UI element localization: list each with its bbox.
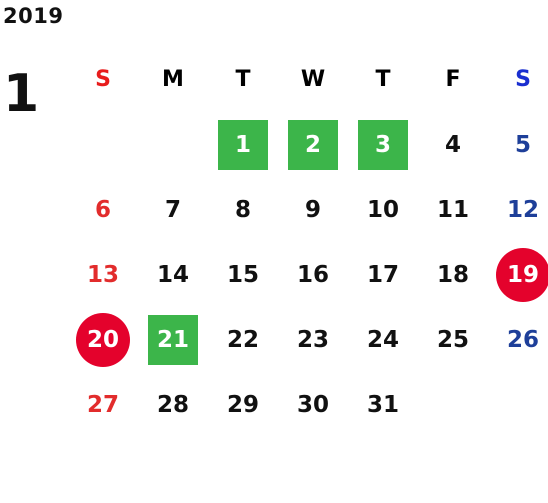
day-cell bbox=[498, 380, 548, 430]
day-cell: 27 bbox=[86, 391, 119, 418]
day-cell: 17 bbox=[366, 261, 399, 288]
day-cell: 18 bbox=[436, 261, 469, 288]
day-cell-highlighted: 1 bbox=[218, 119, 268, 170]
weekday-saturday: S bbox=[515, 67, 531, 92]
day-cell: 30 bbox=[296, 391, 329, 418]
day-cell-highlighted: 21 bbox=[148, 314, 198, 365]
week-row: 6 7 8 9 10 11 12 bbox=[68, 177, 548, 242]
day-cell: 4 bbox=[444, 131, 461, 158]
day-cell-holiday: 19 bbox=[496, 247, 548, 302]
day-cell bbox=[148, 120, 198, 170]
day-cell: 14 bbox=[156, 261, 189, 288]
day-cell: 8 bbox=[234, 196, 251, 223]
weekday-thursday: T bbox=[375, 67, 391, 92]
day-cell: 26 bbox=[506, 326, 539, 353]
weekday-sunday: S bbox=[95, 67, 111, 92]
day-cell: 25 bbox=[436, 326, 469, 353]
day-cell-highlighted: 2 bbox=[288, 119, 338, 170]
calendar-year: 2019 bbox=[3, 4, 64, 28]
weekday-wednesday: W bbox=[300, 67, 326, 92]
week-row: 27 28 29 30 31 bbox=[68, 372, 548, 437]
week-row: 13 14 15 16 17 18 19 bbox=[68, 242, 548, 307]
day-cell: 13 bbox=[86, 261, 119, 288]
day-cell: 29 bbox=[226, 391, 259, 418]
day-cell bbox=[428, 380, 478, 430]
day-cell: 15 bbox=[226, 261, 259, 288]
day-cell: 22 bbox=[226, 326, 259, 353]
weekday-friday: F bbox=[445, 67, 461, 92]
day-cell: 11 bbox=[436, 196, 469, 223]
day-cell-holiday: 20 bbox=[76, 312, 130, 367]
day-cell: 5 bbox=[514, 131, 531, 158]
day-cell: 10 bbox=[366, 196, 399, 223]
day-cell: 12 bbox=[506, 196, 539, 223]
week-row: 20 21 22 23 24 25 26 bbox=[68, 307, 548, 372]
calendar-month: 1 bbox=[3, 64, 40, 124]
day-cell: 24 bbox=[366, 326, 399, 353]
calendar-grid: S M T W T F S 1 2 3 4 5 6 7 8 9 10 11 12… bbox=[68, 47, 548, 437]
day-cell: 28 bbox=[156, 391, 189, 418]
day-cell: 31 bbox=[366, 391, 399, 418]
day-cell-highlighted: 3 bbox=[358, 119, 408, 170]
day-cell: 6 bbox=[94, 196, 111, 223]
day-cell bbox=[78, 120, 128, 170]
weekday-tuesday: T bbox=[235, 67, 251, 92]
weekday-monday: M bbox=[162, 67, 184, 92]
week-row: 1 2 3 4 5 bbox=[68, 112, 548, 177]
day-cell: 16 bbox=[296, 261, 329, 288]
weekday-header-row: S M T W T F S bbox=[68, 47, 548, 112]
day-cell: 7 bbox=[164, 196, 181, 223]
day-cell: 23 bbox=[296, 326, 329, 353]
day-cell: 9 bbox=[304, 196, 321, 223]
